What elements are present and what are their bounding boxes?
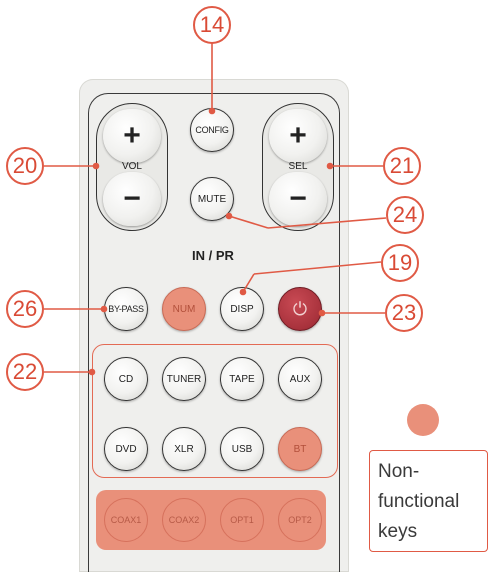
callout-26: 26: [6, 290, 44, 328]
callout-23: 23: [385, 294, 423, 332]
coax1-button[interactable]: COAX1: [104, 498, 148, 542]
legend-line-1: Non-: [378, 461, 420, 482]
config-button[interactable]: CONFIG: [190, 108, 234, 152]
power-icon: ⏻: [292, 298, 308, 319]
input-button-tuner[interactable]: TUNER: [162, 357, 206, 401]
input-button-tape[interactable]: TAPE: [220, 357, 264, 401]
coax2-button[interactable]: COAX2: [162, 498, 206, 542]
input-button-bt[interactable]: BT: [278, 427, 322, 471]
input-button-dvd[interactable]: DVD: [104, 427, 148, 471]
power-button[interactable]: ⏻: [278, 287, 322, 331]
opt2-button[interactable]: OPT2: [278, 498, 322, 542]
callout-21: 21: [383, 147, 421, 185]
sel-plus-button[interactable]: +: [269, 109, 327, 163]
callout-24: 24: [386, 196, 424, 234]
disp-button[interactable]: DISP: [220, 287, 264, 331]
sel-rocker: + SEL −: [262, 103, 334, 231]
callout-20: 20: [6, 147, 44, 185]
input-buttons-group: [92, 344, 338, 478]
sel-minus-button[interactable]: −: [269, 172, 327, 226]
section-title-in-pr: IN / PR: [192, 248, 234, 263]
bypass-button[interactable]: BY-PASS: [104, 287, 148, 331]
legend-line-3: keys: [378, 521, 418, 542]
input-button-xlr[interactable]: XLR: [162, 427, 206, 471]
vol-minus-button[interactable]: −: [103, 172, 161, 226]
sel-label: SEL: [288, 161, 308, 172]
input-button-cd[interactable]: CD: [104, 357, 148, 401]
input-button-aux[interactable]: AUX: [278, 357, 322, 401]
num-button[interactable]: NUM: [162, 287, 206, 331]
input-button-usb[interactable]: USB: [220, 427, 264, 471]
callout-19: 19: [381, 244, 419, 282]
vol-label: VOL: [121, 161, 142, 172]
legend-swatch: [407, 404, 439, 436]
legend-box: Non- functional keys: [369, 450, 488, 552]
vol-rocker: + VOL −: [96, 103, 168, 231]
opt1-button[interactable]: OPT1: [220, 498, 264, 542]
callout-22: 22: [6, 353, 44, 391]
remote-inner-frame: [88, 93, 340, 572]
mute-button[interactable]: MUTE: [190, 177, 234, 221]
legend-line-2: functional: [378, 491, 460, 512]
callout-14: 14: [193, 6, 231, 44]
vol-plus-button[interactable]: +: [103, 109, 161, 163]
